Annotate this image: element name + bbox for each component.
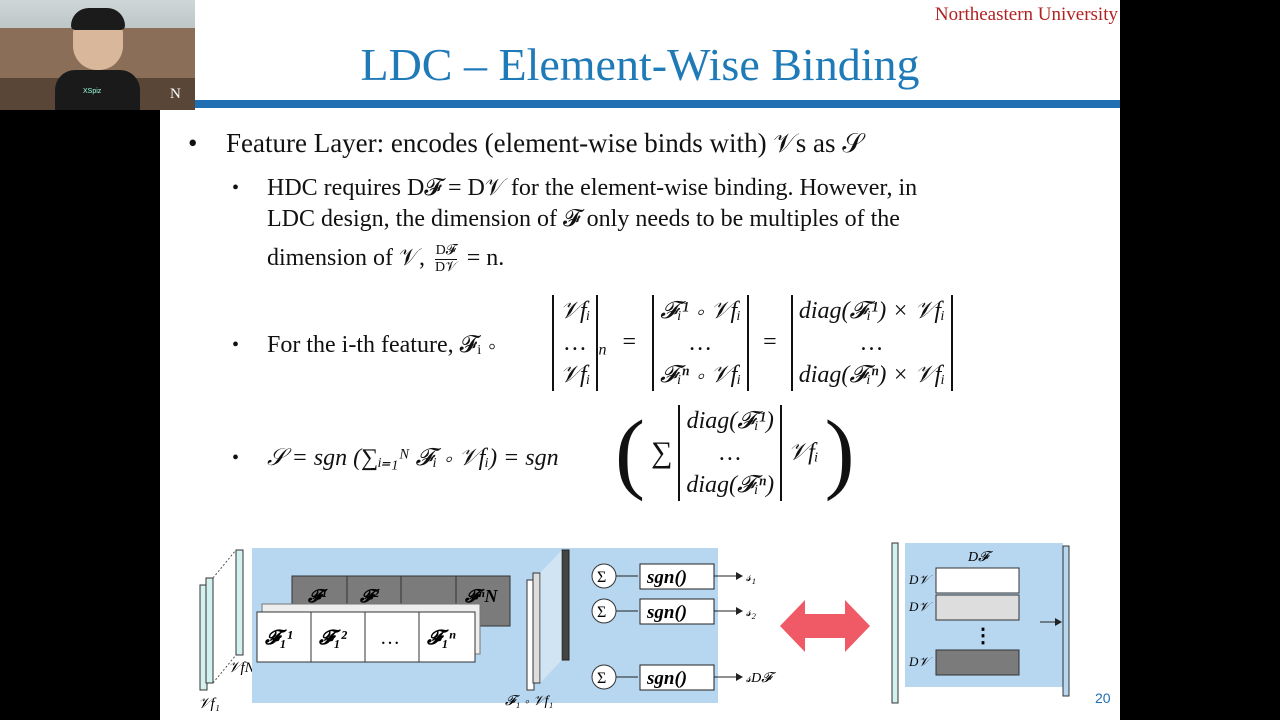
back-cell-2: 𝓕² — [359, 586, 380, 606]
equals-sign: = — [622, 328, 637, 355]
output-s2: 𝓈₂ — [746, 605, 756, 620]
vector-diag: diag(𝓕ᵢ¹) × 𝒱fᵢ … diag(𝓕ᵢⁿ) × 𝒱fᵢ — [790, 295, 954, 391]
sgn-block-2 — [639, 598, 715, 625]
left-paren: ( — [615, 403, 645, 502]
bound-bar-dark — [561, 549, 570, 661]
row-label-1: D𝒱 — [908, 572, 933, 587]
sgn-label: sgn() — [646, 602, 687, 623]
front-cell-1: 𝓕₁¹ — [264, 627, 293, 649]
vector-diag-row2: … — [861, 330, 883, 356]
vfN-bar — [235, 549, 244, 656]
arrow-head — [736, 673, 743, 681]
vector-v-row1: 𝒱fᵢ — [560, 298, 591, 324]
sum-glyph: Σ — [597, 604, 606, 621]
vector-v-subscript: n — [598, 341, 607, 359]
label-f1vf1: 𝓕₁ ∘ 𝒱f₁ — [505, 694, 553, 709]
back-cell-n: 𝓕ⁿN — [464, 586, 499, 606]
page-number: 20 — [1095, 690, 1111, 706]
right-paren: ) — [824, 403, 855, 502]
shirt-text: XSpiz — [83, 88, 102, 95]
slide: Northeastern University LDC – Element-Wi… — [160, 0, 1120, 720]
vector-diag-f-row1: diag(𝓕ᵢ¹) — [686, 408, 774, 434]
sgn-label: sgn() — [646, 567, 687, 588]
vector-diag-row3: diag(𝓕ᵢⁿ) × 𝒱fᵢ — [798, 362, 946, 388]
label-vf1: 𝒱f₁ — [198, 696, 220, 712]
vector-fv-row3: 𝓕ᵢⁿ ∘ 𝒱fᵢ — [660, 362, 742, 388]
label-vfN: 𝒱fN — [228, 660, 256, 676]
matrix-block-n — [935, 649, 1020, 676]
sum-symbol: ∑ — [650, 436, 673, 469]
binding-diagram: 𝒱f₁ 𝒱fN 𝓕¹ 𝓕² 𝓕ⁿN 𝓕₁¹ 𝓕₁² … 𝓕₁ⁿ 𝓕₁ ∘ 𝒱f₁… — [198, 542, 1070, 712]
vector-diag-row1: diag(𝓕ᵢ¹) × 𝒱fᵢ — [798, 298, 945, 324]
matrix-equation: 𝒱fᵢ … 𝒱fᵢ n = 𝓕ᵢ¹ ∘ 𝒱fᵢ … 𝓕ᵢⁿ ∘ 𝒱fᵢ = di… — [552, 295, 954, 391]
sub-bullet-hdc-line1: HDC requires D𝓕 = D𝒱 for the element-wis… — [267, 175, 918, 201]
projection-beam — [540, 550, 562, 683]
sub-bullet-ith-text: For the i-th feature, 𝓕ᵢ ∘ — [267, 332, 497, 358]
vertical-dots: ⋮ — [973, 625, 993, 647]
bullet-dot: • — [232, 334, 240, 356]
arrow-head — [736, 572, 743, 580]
ratio-fraction: D𝓕 D𝒱 — [434, 242, 457, 276]
title-underline — [195, 100, 1120, 108]
webcam-video: XSpiz N — [0, 0, 195, 110]
arrow-head — [1055, 618, 1062, 626]
matrix-block-2 — [935, 594, 1020, 621]
bullet-dot: • — [188, 128, 198, 158]
sum-equation: ( ∑ diag(𝓕ᵢ¹) … diag(𝓕ᵢⁿ) 𝒱fᵢ ) — [615, 405, 855, 501]
vector-diag-f-row2: … — [719, 440, 741, 466]
row-label-n: D𝒱 — [908, 654, 933, 669]
fraction-numerator: D𝓕 — [434, 242, 457, 260]
equals-sign: = — [763, 328, 777, 355]
vector-diag-f-row3: diag(𝓕ᵢⁿ) — [686, 472, 775, 498]
arrow-head — [736, 607, 743, 615]
sub-bullet-hdc-line2: LDC design, the dimension of 𝓕 only need… — [267, 206, 900, 232]
sgn-block-3 — [639, 664, 715, 691]
vector-v: 𝒱fᵢ … 𝒱fᵢ — [552, 295, 599, 391]
sum-glyph: Σ — [597, 670, 606, 687]
row-label-2: D𝒱 — [908, 599, 933, 614]
right-input-bar — [891, 542, 899, 704]
sgn-label: sgn() — [646, 668, 687, 689]
presenter: XSpiz — [55, 8, 140, 110]
bullet-dot: • — [232, 177, 240, 199]
ratio-equals-n: = n. — [466, 245, 505, 271]
fraction-denominator: D𝒱 — [434, 259, 457, 275]
vector-fv-row2: … — [689, 330, 712, 356]
output-s1: 𝓈₁ — [746, 570, 756, 585]
vector-diag-f: diag(𝓕ᵢ¹) … diag(𝓕ᵢⁿ) — [678, 405, 783, 501]
vector-v-row2: … — [564, 330, 586, 356]
dashed-link — [212, 549, 237, 579]
sub-bullet-hdc-line3: dimension of 𝒱, D𝓕 D𝒱 = n. — [267, 240, 504, 277]
right-top-label: D𝓕 — [967, 550, 993, 565]
front-cell-2: 𝓕₁² — [318, 627, 348, 649]
vector-fv-row1: 𝓕ᵢ¹ ∘ 𝒱fᵢ — [660, 298, 741, 324]
vector-v-row3: 𝒱fᵢ — [560, 362, 591, 388]
back-cell-1: 𝓕¹ — [307, 586, 328, 606]
sgn-block-1 — [639, 563, 715, 590]
front-cell-n: 𝓕₁ⁿ — [426, 627, 456, 649]
bullet-main-text: Feature Layer: encodes (element-wise bin… — [226, 128, 864, 158]
front-cell-dots: … — [380, 627, 400, 649]
right-output-bar — [1062, 545, 1070, 697]
bound-bar-2 — [532, 572, 541, 684]
double-arrow-icon — [780, 600, 870, 652]
sum-glyph: Σ — [597, 569, 606, 586]
matrix-block-1 — [935, 567, 1020, 594]
presenter-shirt: XSpiz — [55, 70, 140, 110]
dimension-text: dimension of 𝒱, — [267, 245, 425, 271]
slide-title: LDC – Element-Wise Binding — [360, 39, 920, 90]
vector-fv: 𝓕ᵢ¹ ∘ 𝒱fᵢ … 𝓕ᵢⁿ ∘ 𝒱fᵢ — [652, 295, 750, 391]
output-sD: 𝓈D𝓕 — [746, 671, 776, 686]
university-logo-text: Northeastern University — [934, 4, 1118, 25]
front-row — [256, 611, 476, 663]
university-badge: N — [170, 86, 181, 102]
vf-bar-2 — [205, 577, 214, 684]
presenter-hair — [71, 8, 125, 30]
sub-bullet-s-text: 𝒮 = sgn (∑ᵢ₌₁ᴺ 𝓕ᵢ ∘ 𝒱fᵢ) = sgn — [267, 445, 559, 471]
vfi-term: 𝒱fᵢ — [788, 439, 819, 466]
bullet-dot: • — [232, 447, 240, 469]
